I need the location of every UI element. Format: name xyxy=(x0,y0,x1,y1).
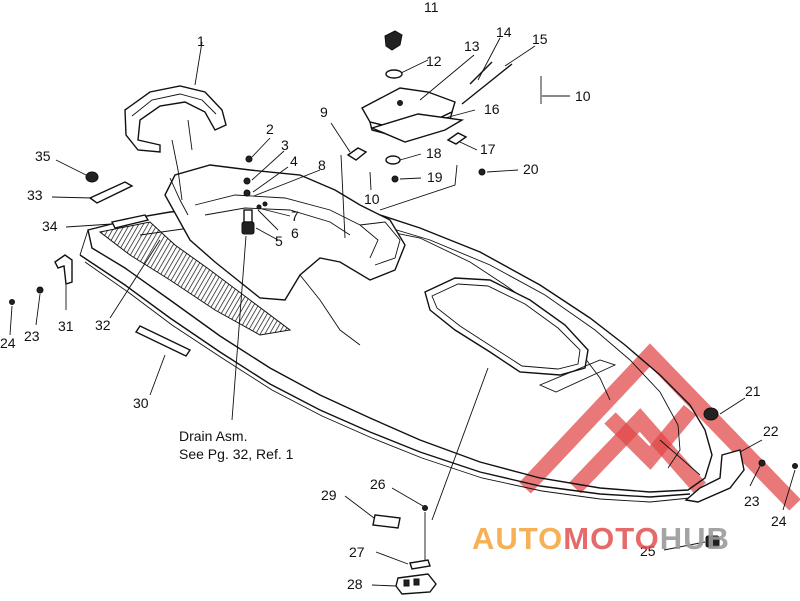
callout-10a: 10 xyxy=(575,88,591,104)
callout-33: 33 xyxy=(27,187,43,203)
callout-labels: 1 2 3 4 5 6 7 8 9 10 10 11 12 13 14 15 1… xyxy=(0,0,787,592)
svg-text:AUTOMOTOHUB: AUTOMOTOHUB xyxy=(472,521,730,556)
watermark-text: AUTOMOTOHUB xyxy=(472,521,730,556)
part-29-plate xyxy=(372,514,401,529)
callout-26: 26 xyxy=(370,476,386,492)
callout-14: 14 xyxy=(496,24,512,40)
part-5-drain-plug xyxy=(241,209,255,235)
cockpit-pod xyxy=(164,164,406,346)
part-17-clip xyxy=(446,132,468,145)
hull-body xyxy=(79,201,713,503)
callout-30: 30 xyxy=(133,395,149,411)
part-26-screw xyxy=(422,505,428,511)
part-27-washer xyxy=(409,559,431,570)
callout-22: 22 xyxy=(763,423,779,439)
callout-27: 27 xyxy=(349,544,365,560)
part-24-screw-right xyxy=(792,463,798,469)
callout-17: 17 xyxy=(480,141,496,157)
part-11-knob xyxy=(384,30,403,51)
parts-6-7-fittings xyxy=(256,201,268,210)
callout-31: 31 xyxy=(58,318,74,334)
part-23-washer-left xyxy=(36,286,44,294)
part-16-gasket xyxy=(369,113,465,143)
callout-23a: 23 xyxy=(24,328,40,344)
callout-9: 9 xyxy=(320,104,328,120)
callout-28: 28 xyxy=(347,576,363,592)
part-20-screw xyxy=(478,168,486,176)
callout-18: 18 xyxy=(426,145,442,161)
callout-15: 15 xyxy=(532,31,548,47)
part-14-rod xyxy=(469,61,493,85)
callout-25: 25 xyxy=(640,543,656,559)
callout-24b: 24 xyxy=(771,513,787,529)
leader-lines xyxy=(9,37,796,587)
watermark-hub: HUB xyxy=(660,521,730,556)
watermark-auto: AUTO xyxy=(472,521,563,556)
callout-5: 5 xyxy=(275,233,283,249)
callout-29: 29 xyxy=(321,487,337,503)
part-22-bracket xyxy=(684,449,745,503)
part-21-fitting xyxy=(703,407,719,421)
part-23-washer-right xyxy=(758,459,766,467)
callout-3: 3 xyxy=(281,137,289,153)
callout-10b: 10 xyxy=(364,191,380,207)
callout-8: 8 xyxy=(318,157,326,173)
part-24-screw-left xyxy=(9,299,15,305)
callout-11: 11 xyxy=(424,0,439,15)
callout-23b: 23 xyxy=(744,493,760,509)
callout-7: 7 xyxy=(291,208,299,224)
part-4-part xyxy=(243,189,251,197)
part-19-nut xyxy=(391,175,399,183)
callout-4: 4 xyxy=(290,153,298,169)
part-33-strip xyxy=(88,181,134,204)
drain-note-line2: See Pg. 32, Ref. 1 xyxy=(179,446,294,462)
part-3-part xyxy=(243,177,251,185)
part-25-nut xyxy=(705,535,720,548)
watermark-moto: MOTO xyxy=(563,521,659,556)
callout-34: 34 xyxy=(42,218,58,234)
callout-6: 6 xyxy=(291,225,299,241)
part-12-washer xyxy=(385,69,403,79)
part-1-handle xyxy=(124,85,227,201)
part-15-rod xyxy=(461,63,513,105)
part-18-washer xyxy=(385,155,401,165)
part-34-pad xyxy=(110,214,150,229)
part-30-trim-strip xyxy=(134,325,192,357)
drain-note: Drain Asm. See Pg. 32, Ref. 1 xyxy=(179,428,294,462)
callout-1: 1 xyxy=(197,33,205,49)
part-35-knob xyxy=(85,171,99,183)
part-28-intake-grate xyxy=(395,573,437,595)
callout-20: 20 xyxy=(523,161,539,177)
watermark-logo-icon xyxy=(519,343,800,511)
callout-19: 19 xyxy=(427,169,443,185)
callout-12: 12 xyxy=(426,53,442,69)
drain-note-line1: Drain Asm. xyxy=(179,428,247,444)
callout-21: 21 xyxy=(745,383,761,399)
part-9-latch xyxy=(346,147,368,161)
callout-35: 35 xyxy=(35,148,51,164)
callout-2: 2 xyxy=(266,121,274,137)
callout-13: 13 xyxy=(464,38,480,54)
callout-16: 16 xyxy=(484,101,500,117)
callout-24a: 24 xyxy=(0,335,16,351)
callout-32: 32 xyxy=(95,317,111,333)
part-31-bracket xyxy=(54,254,73,285)
part-2-screw xyxy=(245,155,253,163)
